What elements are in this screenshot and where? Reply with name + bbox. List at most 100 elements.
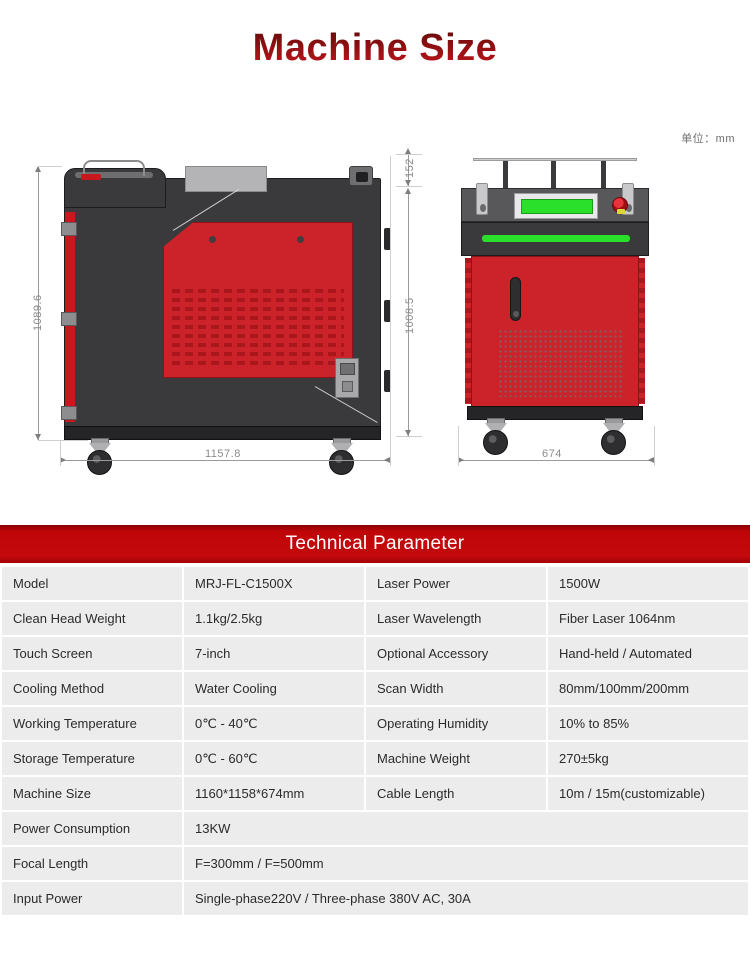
param-value: Water Cooling <box>184 672 364 705</box>
param-value: 10m / 15m(customizable) <box>548 777 748 810</box>
dim-label-side-height: 1089.6 <box>32 294 44 331</box>
table-row: Model MRJ-FL-C1500X Laser Power 1500W <box>2 567 748 600</box>
front-view-base-plinth <box>467 406 643 420</box>
param-label: Input Power <box>2 882 182 915</box>
emergency-stop-button[interactable] <box>612 197 628 214</box>
front-view-post-left <box>503 161 508 192</box>
technical-parameter-header: Technical Parameter <box>0 525 750 563</box>
dim-line-side-height <box>38 166 39 440</box>
front-view-post-center <box>551 161 556 192</box>
param-value: 13KW <box>184 812 748 845</box>
side-view-handle <box>83 160 145 176</box>
front-view-post-assembly <box>473 158 637 192</box>
param-value: 1160*1158*674mm <box>184 777 364 810</box>
front-view-red-door <box>471 256 639 408</box>
dim-arrow-side-width-left <box>60 457 66 463</box>
front-view-control-head <box>461 183 649 222</box>
caster-wheel <box>601 430 626 455</box>
dim-label-side-width: 1157.8 <box>205 448 241 460</box>
front-view-left-edge-ribs <box>465 258 471 404</box>
dim-ext-side-height-top <box>38 166 62 167</box>
param-label: Machine Weight <box>366 742 546 775</box>
dim-arrow-front-width-right <box>648 457 654 463</box>
param-value: 1500W <box>548 567 748 600</box>
side-view-hinge-bottom <box>61 406 77 420</box>
param-label: Optional Accessory <box>366 637 546 670</box>
technical-parameter-table: Model MRJ-FL-C1500X Laser Power 1500W Cl… <box>0 565 750 917</box>
dim-arrow-front-body-down <box>405 430 411 436</box>
side-view-control-box <box>335 358 359 398</box>
table-row: Cooling Method Water Cooling Scan Width … <box>2 672 748 705</box>
side-view-hinge-top <box>61 222 77 236</box>
front-view-upper-body <box>461 222 649 256</box>
dim-ext-front-body-bottom <box>396 436 422 437</box>
param-value: Fiber Laser 1064nm <box>548 602 748 635</box>
dim-label-front-width: 674 <box>542 448 562 460</box>
dim-line-front-top-height <box>408 154 409 186</box>
front-view-green-indicator-bar <box>482 235 630 242</box>
table-row: Machine Size 1160*1158*674mm Cable Lengt… <box>2 777 748 810</box>
side-view-caster-left <box>83 438 117 475</box>
side-view-caster-right <box>325 438 359 475</box>
param-value: 0℃ - 60℃ <box>184 742 364 775</box>
dim-label-front-body-height: 1008.5 <box>404 297 416 334</box>
unit-label: 单位：mm <box>681 133 735 145</box>
side-view-machine-drawing <box>57 160 391 475</box>
param-label: Laser Power <box>366 567 546 600</box>
dim-ext-side-height-bottom <box>38 440 88 441</box>
front-view-caster-left <box>479 418 513 455</box>
front-view-caster-right <box>597 418 631 455</box>
param-label: Clean Head Weight <box>2 602 182 635</box>
dim-ext-side-width-right <box>390 156 391 466</box>
param-value: 80mm/100mm/200mm <box>548 672 748 705</box>
table-row-wide: Input Power Single-phase220V / Three-pha… <box>2 882 748 915</box>
dim-arrow-front-body-up <box>405 188 411 194</box>
front-view-ventilation-grille <box>498 329 622 397</box>
side-view-lug-bottom <box>384 370 391 392</box>
param-label: Machine Size <box>2 777 182 810</box>
dim-arrow-front-top-down <box>405 180 411 186</box>
technical-parameter-table-body: Model MRJ-FL-C1500X Laser Power 1500W Cl… <box>2 567 748 915</box>
side-view-hinge-mid <box>61 312 77 326</box>
param-label: Focal Length <box>2 847 182 880</box>
side-view-base-plinth <box>64 426 381 440</box>
front-view-post-right <box>601 161 606 192</box>
side-view-handle-bar <box>75 172 153 178</box>
front-view-clamp-left <box>476 183 488 215</box>
technical-drawing-area: 单位：mm <box>0 96 750 525</box>
side-view-panel-dot-left <box>209 236 216 243</box>
front-view-door-handle <box>510 277 521 321</box>
dim-label-front-top-height: 152 <box>404 158 416 178</box>
dim-arrow-front-width-left <box>458 457 464 463</box>
table-row: Touch Screen 7-inch Optional Accessory H… <box>2 637 748 670</box>
page-title-container: Machine Size <box>0 0 750 96</box>
param-value: MRJ-FL-C1500X <box>184 567 364 600</box>
param-label: Model <box>2 567 182 600</box>
dim-arrow-front-top-up <box>405 148 411 154</box>
dim-arrow-side-height-top <box>35 166 41 172</box>
param-label: Scan Width <box>366 672 546 705</box>
param-value: 0℃ - 40℃ <box>184 707 364 740</box>
side-view-control-screen <box>340 363 355 375</box>
param-label: Laser Wavelength <box>366 602 546 635</box>
dim-ext-front-width-right <box>654 426 655 466</box>
dim-line-front-body-height <box>408 192 409 436</box>
dim-ext-side-width-left <box>60 440 61 466</box>
param-label: Working Temperature <box>2 707 182 740</box>
table-row-wide: Power Consumption 13KW <box>2 812 748 845</box>
param-value: 7-inch <box>184 637 364 670</box>
technical-parameter-section: Technical Parameter Model MRJ-FL-C1500X … <box>0 525 750 917</box>
dim-line-front-width <box>458 460 654 461</box>
dim-ext-front-top-a <box>396 154 422 155</box>
side-view-perforation-pattern <box>172 289 344 367</box>
param-value: 270±5kg <box>548 742 748 775</box>
side-view-top-knob <box>349 166 373 186</box>
param-value: F=300mm / F=500mm <box>184 847 748 880</box>
page-title: Machine Size <box>252 26 498 69</box>
table-row: Clean Head Weight 1.1kg/2.5kg Laser Wave… <box>2 602 748 635</box>
param-value: Hand-held / Automated <box>548 637 748 670</box>
front-view-right-edge-ribs <box>639 258 645 404</box>
side-view-red-tab <box>81 174 101 180</box>
table-row: Storage Temperature 0℃ - 60℃ Machine Wei… <box>2 742 748 775</box>
